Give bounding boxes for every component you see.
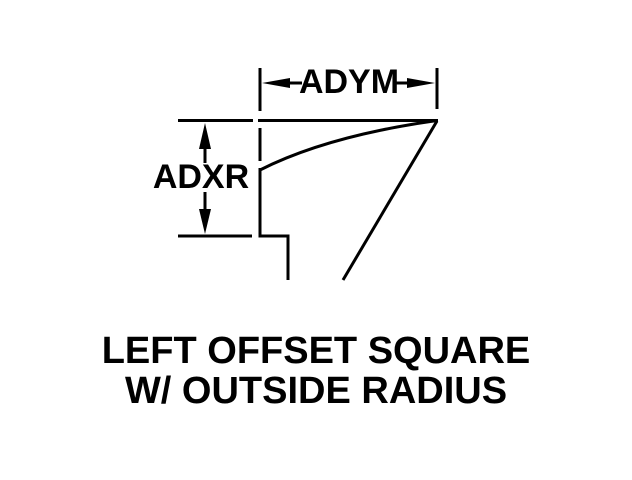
arrow-up-icon xyxy=(199,123,211,149)
adxr-dimension xyxy=(178,119,253,238)
diagram-title: LEFT OFFSET SQUARE W/ OUTSIDE RADIUS xyxy=(0,331,632,411)
adym-dimension xyxy=(258,68,439,111)
profile-outline xyxy=(258,119,439,281)
arrow-down-icon xyxy=(199,209,211,234)
diagram-title-line-2: W/ OUTSIDE RADIUS xyxy=(124,370,508,412)
adxr-dimension-label: ADXR xyxy=(152,158,250,196)
outside-radius-curve xyxy=(259,119,438,172)
profile-diagonal-edge xyxy=(341,120,439,281)
diagram-title-line-1: LEFT OFFSET SQUARE xyxy=(101,330,531,372)
arrow-right-icon xyxy=(407,78,435,88)
arrow-left-icon xyxy=(262,78,290,88)
adym-dimension-label: ADYM xyxy=(298,63,400,101)
